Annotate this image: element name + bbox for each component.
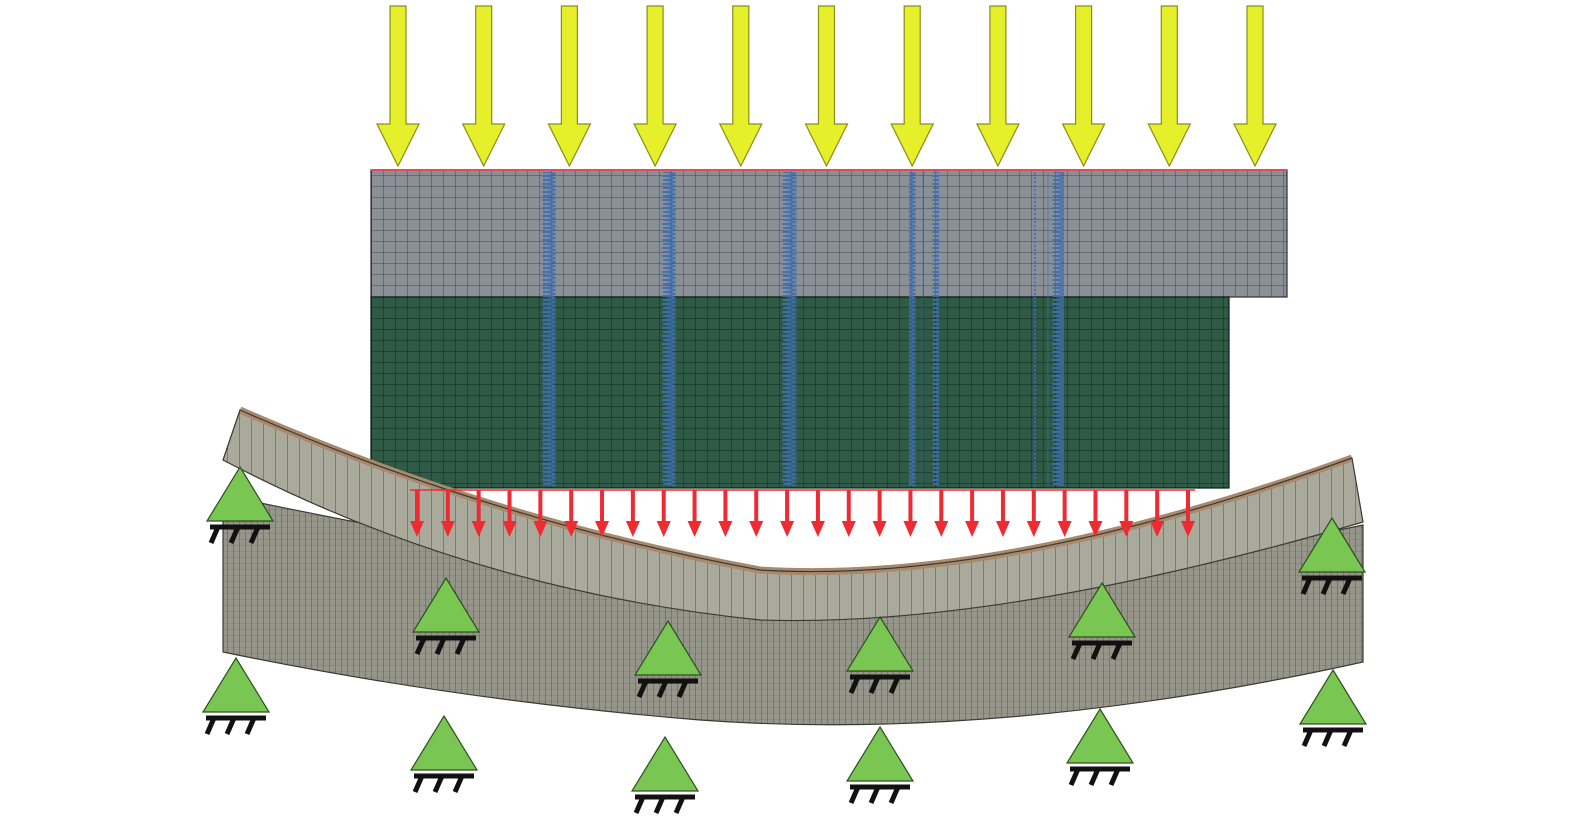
pressure-arrow — [687, 490, 702, 537]
fixed-support-triangle-icon — [1067, 581, 1137, 661]
pressure-arrow — [995, 490, 1010, 537]
upper-block — [370, 169, 1288, 298]
contact-pressure-arrows — [410, 489, 1195, 537]
pressure-arrow — [502, 490, 517, 537]
support-symbols — [201, 465, 1368, 815]
pressure-arrow — [1150, 490, 1165, 537]
pressure-arrow — [440, 490, 455, 537]
fixed-support-triangle-icon — [1297, 516, 1367, 596]
fixed-support-triangle-icon — [201, 656, 271, 736]
pressure-arrow — [872, 490, 887, 537]
load-arrow — [1061, 5, 1106, 168]
pressure-arrow — [625, 490, 640, 537]
pressure-arrow — [564, 490, 579, 537]
pressure-arrow — [471, 490, 486, 537]
spring-elements — [530, 172, 1064, 486]
pressure-arrow — [718, 490, 733, 537]
pressure-arrow — [1026, 490, 1041, 537]
pressure-arrow — [1057, 490, 1072, 537]
fixed-support-triangle-icon — [1065, 707, 1135, 787]
load-arrow — [461, 5, 506, 168]
fixed-support-triangle-icon — [845, 615, 915, 695]
load-arrow — [718, 5, 763, 168]
spring-element — [1034, 172, 1064, 486]
fixed-support-triangle-icon — [630, 735, 700, 815]
spring-element — [657, 172, 687, 486]
pressure-arrow — [1119, 490, 1134, 537]
fixed-support-triangle-icon — [205, 465, 275, 545]
curved-layer — [222, 406, 1364, 622]
pressure-arrow — [810, 490, 825, 537]
pressure-arrow — [934, 490, 949, 537]
load-arrow — [633, 5, 678, 168]
load-arrow — [804, 5, 849, 168]
pressure-arrow — [749, 490, 764, 537]
fixed-support-triangle-icon — [845, 725, 915, 805]
applied-load-arrows — [376, 5, 1277, 168]
fixed-support-triangle-icon — [409, 714, 479, 794]
pressure-arrow — [656, 490, 671, 537]
pressure-arrow — [841, 490, 856, 537]
load-arrow — [975, 5, 1020, 168]
pressure-arrow — [1181, 490, 1195, 537]
fixed-support-triangle-icon — [411, 576, 481, 656]
load-arrow — [890, 5, 935, 168]
fixed-support-triangle-icon — [633, 619, 703, 699]
pressure-arrow — [595, 490, 610, 537]
load-arrow — [547, 5, 592, 168]
pressure-arrow — [1088, 490, 1103, 537]
load-arrow — [1147, 5, 1192, 168]
load-arrow — [376, 5, 420, 168]
load-arrow — [1233, 5, 1277, 168]
fixed-support-triangle-icon — [1298, 668, 1368, 748]
spring-element — [530, 172, 560, 486]
pressure-arrow — [410, 490, 424, 537]
spring-element — [909, 172, 939, 486]
spring-element — [782, 172, 812, 486]
pressure-arrow — [780, 490, 795, 537]
pressure-arrow — [903, 490, 918, 537]
pressure-arrow — [965, 490, 980, 537]
pressure-arrow — [533, 490, 548, 537]
